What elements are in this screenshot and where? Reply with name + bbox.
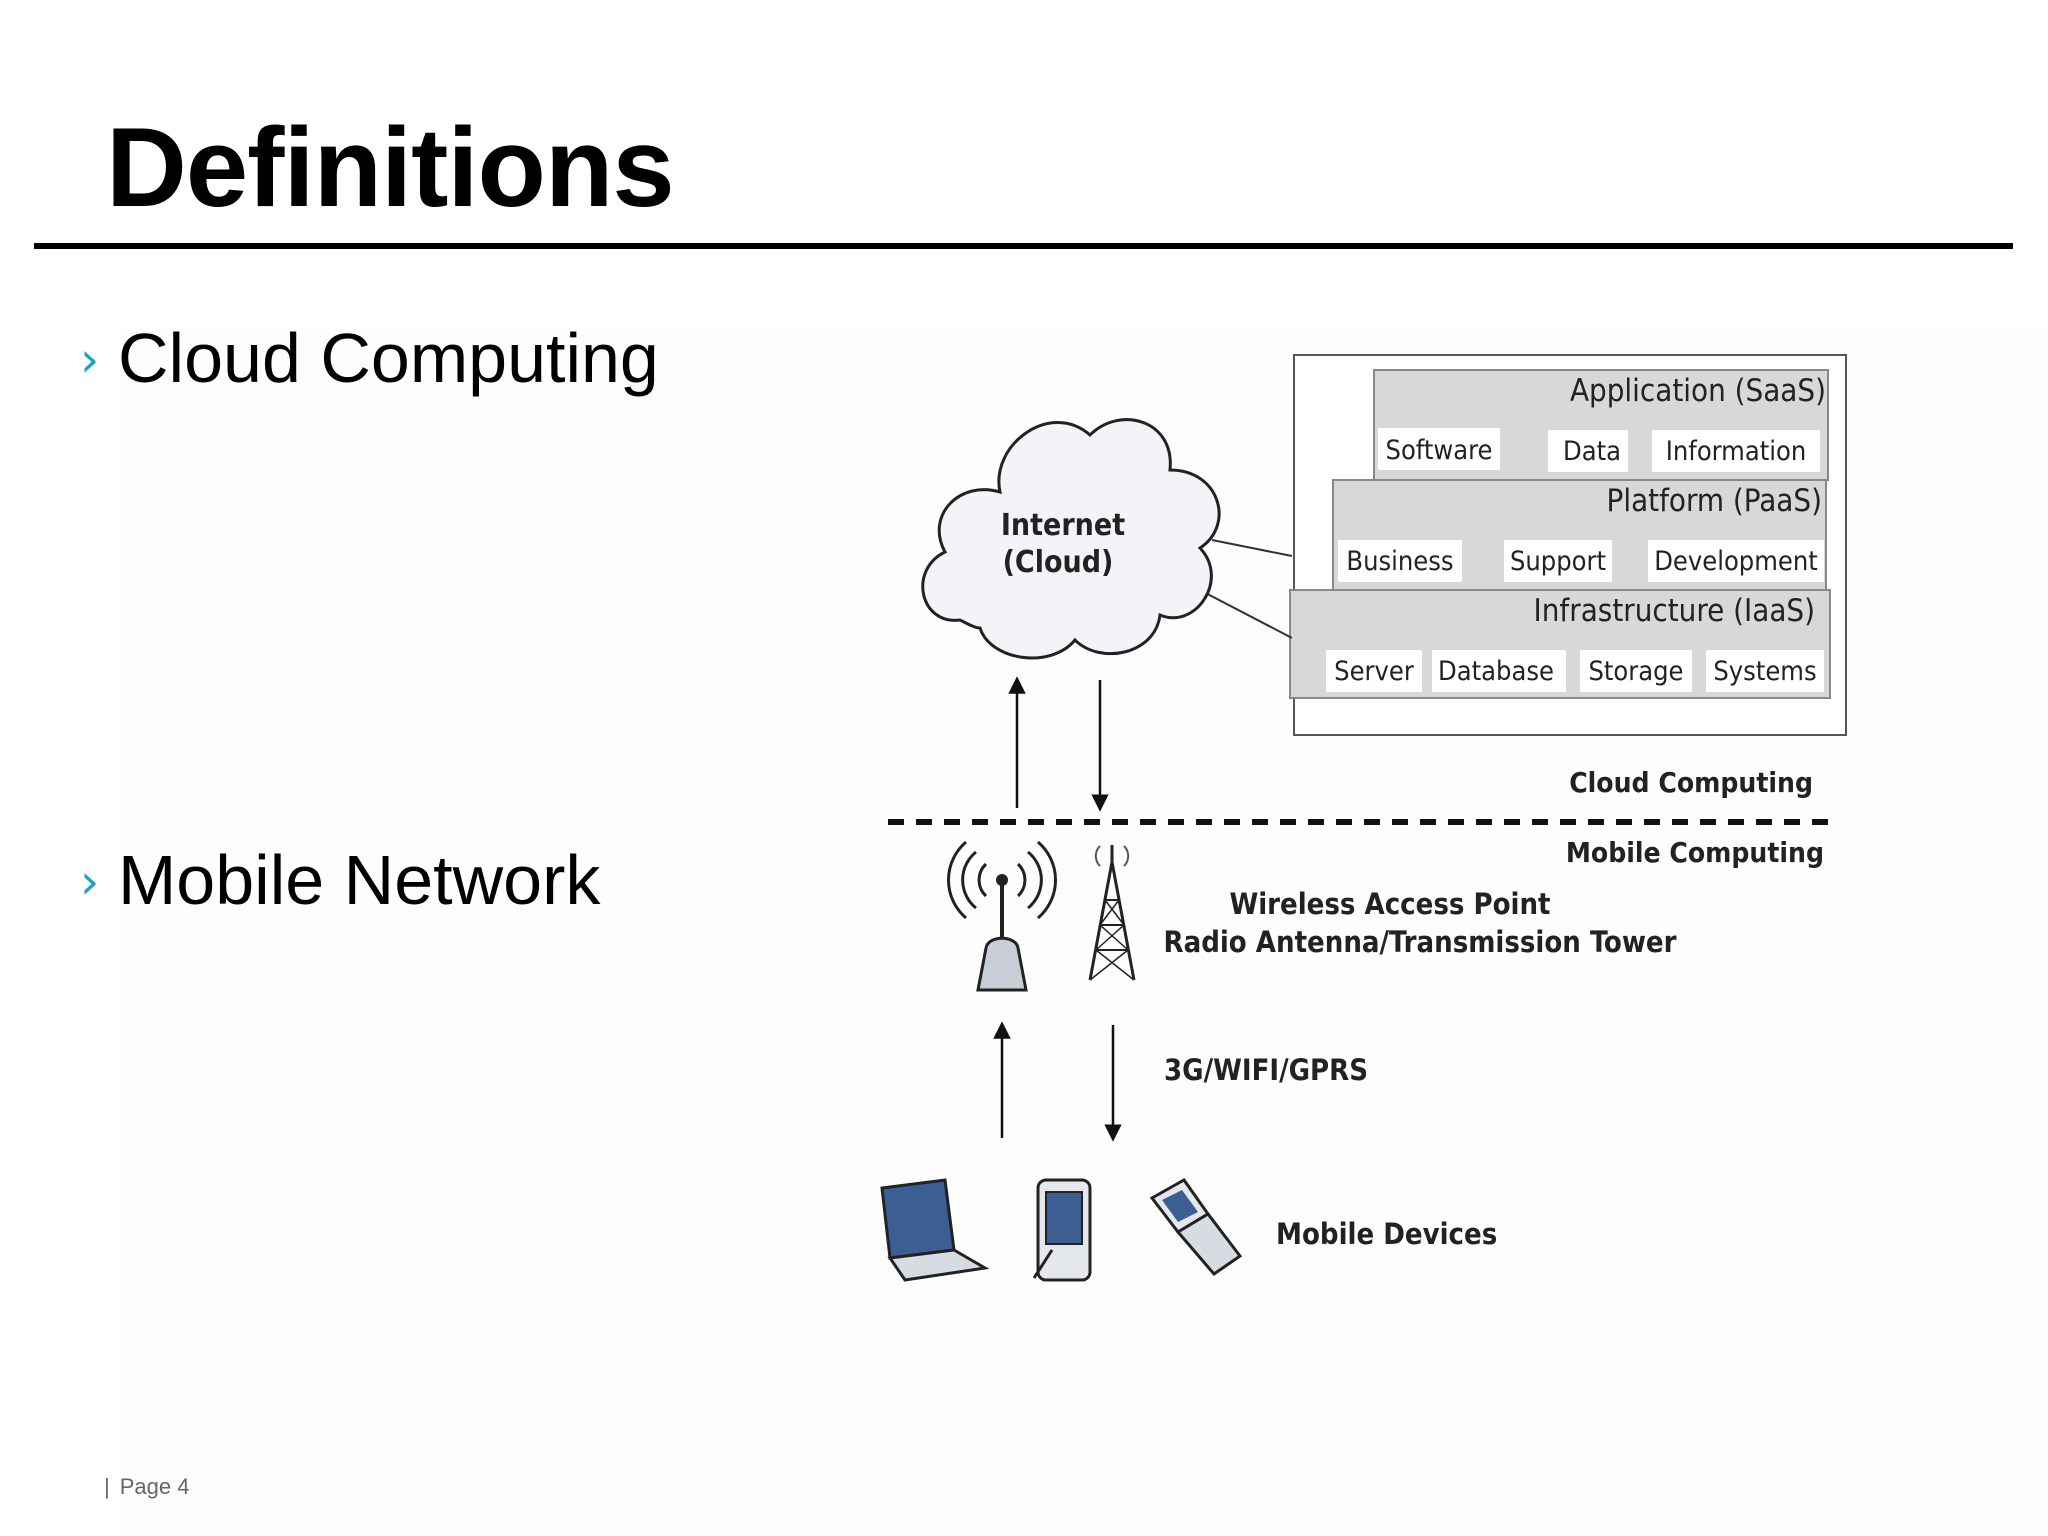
- flip-phone-icon: [1149, 1178, 1243, 1277]
- paas-item-box: [1338, 540, 1462, 582]
- cloud-label-line2: (Cloud): [1003, 545, 1114, 580]
- layer-saas: Application (SaaS) Software Data Informa…: [1373, 369, 1829, 481]
- iaas-item-database: Database: [1438, 656, 1554, 687]
- iaas-item-box: [1432, 650, 1566, 692]
- wireless-access-point-icon: [947, 840, 1057, 992]
- devices-label: Mobile Devices: [1276, 1217, 1497, 1251]
- paas-item-support: Support: [1510, 546, 1606, 577]
- chevron-right-icon: ›: [80, 854, 100, 910]
- slide-footer: | Page 4: [104, 1474, 189, 1500]
- layer-saas-title: Application (SaaS): [1570, 373, 1826, 409]
- page-number: Page 4: [119, 1474, 190, 1499]
- paas-item-business: Business: [1346, 546, 1453, 577]
- link-label-3g-wifi-gprs: 3G/WIFI/GPRS: [1164, 1053, 1368, 1087]
- iaas-item-systems: Systems: [1713, 656, 1816, 687]
- layer-paas: Platform (PaaS) Business Support Develop…: [1332, 479, 1827, 591]
- zone-label-cloud-computing: Cloud Computing: [1569, 766, 1813, 799]
- saas-item-information: Information: [1666, 436, 1807, 467]
- iaas-item-box: [1706, 650, 1824, 692]
- saas-item-data: Data: [1563, 436, 1621, 467]
- cloud-label-line1: Internet: [1001, 508, 1125, 543]
- saas-item-box: [1652, 430, 1820, 472]
- layer-iaas-title: Infrastructure (IaaS): [1534, 593, 1815, 629]
- paas-item-box: [1648, 540, 1824, 582]
- chevron-right-icon: ›: [80, 332, 100, 388]
- iaas-item-box: [1580, 650, 1692, 692]
- bullet-text: Cloud Computing: [118, 319, 659, 397]
- slide-title: Definitions: [106, 105, 675, 230]
- cloud-icon: [921, 418, 1221, 660]
- saas-item-box: [1378, 428, 1500, 470]
- pda-icon: [1032, 1178, 1092, 1282]
- paas-item-development: Development: [1654, 546, 1818, 577]
- zone-label-mobile-computing: Mobile Computing: [1566, 836, 1824, 869]
- saas-item-box: [1548, 430, 1628, 472]
- iaas-item-server: Server: [1334, 656, 1414, 687]
- iaas-item-box: [1326, 650, 1422, 692]
- laptop-icon: [880, 1178, 990, 1282]
- access-label-line2: Radio Antenna/Transmission Tower: [1164, 925, 1677, 959]
- bullet-text: Mobile Network: [118, 841, 601, 919]
- layer-paas-title: Platform (PaaS): [1607, 483, 1822, 519]
- cloud-connector-line: [1211, 539, 1293, 557]
- iaas-item-storage: Storage: [1588, 656, 1683, 687]
- access-label-line1: Wireless Access Point: [1229, 887, 1550, 921]
- saas-item-software: Software: [1386, 435, 1493, 466]
- paas-item-box: [1504, 540, 1612, 582]
- cloud-connector-line: [1195, 587, 1293, 639]
- internet-cloud: Internet (Cloud): [921, 418, 1221, 660]
- bullet-mobile-network: › Mobile Network: [80, 840, 600, 920]
- transmission-tower-icon: [1088, 845, 1136, 981]
- title-divider: [34, 243, 2013, 249]
- footer-separator: |: [104, 1474, 110, 1499]
- layer-iaas: Infrastructure (IaaS) Server Database St…: [1289, 589, 1831, 699]
- bullet-cloud-computing: › Cloud Computing: [80, 318, 659, 398]
